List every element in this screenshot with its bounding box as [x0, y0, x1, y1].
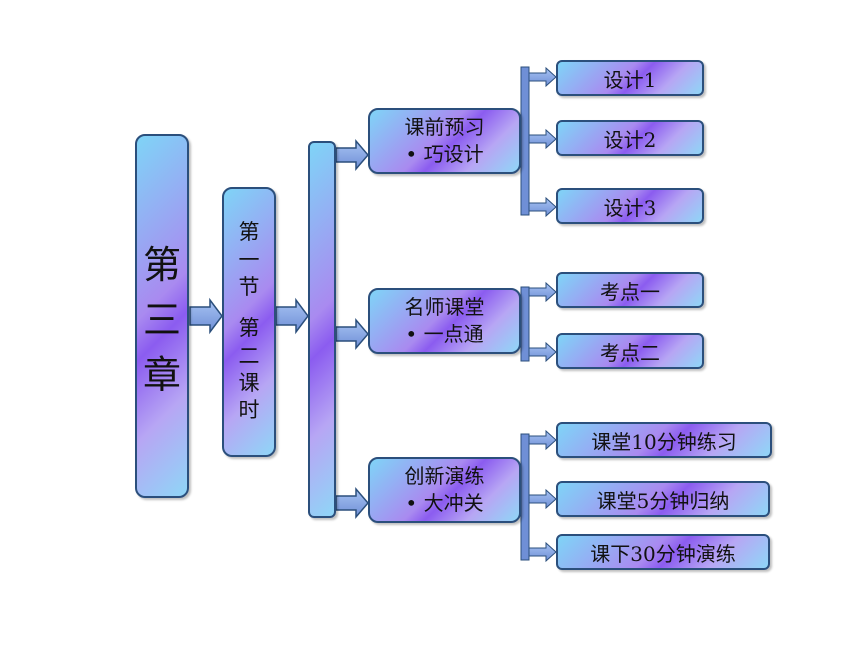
chapter-char: 章: [142, 352, 181, 397]
section-box[interactable]: 第 一 节 第 二 课 时: [222, 187, 276, 457]
section-char: 一: [238, 247, 260, 272]
chapter-title: 第 三 章: [143, 234, 181, 399]
leaf-label: 考点一: [600, 279, 660, 304]
leaf-exercise-30[interactable]: 课下30分钟演练: [556, 534, 770, 570]
leaf-label: 课堂10分钟练习: [591, 429, 737, 454]
group-box-practice[interactable]: 创新演练 • 大冲关: [368, 457, 521, 523]
group-label: 课前预习: [404, 115, 485, 139]
section-char: 课: [238, 370, 260, 395]
leaf-label: 考点二: [600, 340, 660, 365]
section-char: 第: [238, 220, 260, 245]
leaf-point-1[interactable]: 考点一: [556, 272, 704, 308]
group-label: 创新演练: [404, 464, 485, 488]
arrow-hub-to-group-2: [335, 317, 369, 351]
group-box-classroom[interactable]: 名师课堂 • 一点通: [368, 288, 521, 354]
leaf-design-1[interactable]: 设计1: [556, 60, 704, 96]
arrow-chapter-to-section: [189, 297, 223, 335]
section-title: 第 一 节 第 二 课 时: [239, 219, 260, 424]
leaf-point-2[interactable]: 考点二: [556, 333, 704, 369]
group-sublabel: • 巧设计: [405, 142, 484, 166]
chapter-box[interactable]: 第 三 章: [135, 134, 189, 498]
group-sublabel: • 大冲关: [405, 491, 484, 515]
leaf-label: 设计1: [603, 67, 657, 92]
section-char: 二: [238, 343, 260, 368]
leaf-design-3[interactable]: 设计3: [556, 188, 704, 224]
group-label: 名师课堂: [404, 295, 485, 319]
arrow-hub-to-group-3: [335, 486, 369, 520]
chapter-char: 第: [142, 242, 181, 287]
arrow-hub-to-group-1: [335, 138, 369, 172]
leaf-label: 课下30分钟演练: [590, 541, 736, 566]
leaf-design-2[interactable]: 设计2: [556, 120, 704, 156]
chapter-char: 三: [142, 297, 181, 342]
group-sublabel: • 一点通: [405, 322, 484, 346]
leaf-label: 设计2: [603, 127, 657, 152]
leaf-label: 课堂5分钟归纳: [596, 488, 730, 513]
hub-bar: [308, 141, 336, 518]
leaf-label: 设计3: [603, 195, 657, 220]
bracket-group-3: [520, 429, 557, 563]
leaf-summary-5[interactable]: 课堂5分钟归纳: [556, 481, 770, 517]
bracket-group-1: [520, 66, 557, 218]
section-char: 第: [238, 316, 260, 341]
leaf-practice-10[interactable]: 课堂10分钟练习: [556, 422, 772, 458]
section-char: 节: [238, 275, 260, 300]
arrow-section-to-hub: [275, 297, 309, 335]
section-char: 时: [238, 398, 260, 423]
group-box-preview[interactable]: 课前预习 • 巧设计: [368, 108, 521, 174]
bracket-group-2: [520, 281, 557, 363]
